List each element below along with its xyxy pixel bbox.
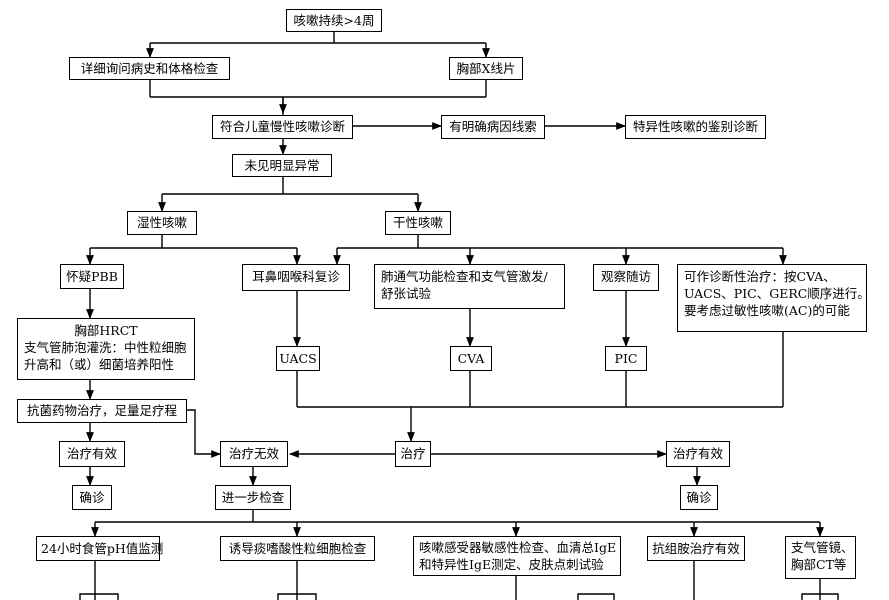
node-antibiotic-therapy: 抗菌药物治疗，足量足疗程	[17, 399, 187, 423]
node-ph-monitoring: 24小时食管pH值监测	[36, 536, 163, 561]
node-pic: PIC	[605, 346, 647, 371]
edge-wet-split	[90, 234, 297, 249]
node-observe-followup: 观察随访	[593, 264, 659, 291]
edge-abx-ineff	[187, 409, 221, 458]
edge-further-split	[95, 509, 820, 523]
node-lung-function-test: 肺通气功能检查和支气管激发/舒张试验	[374, 264, 565, 309]
node-suspect-pbb: 怀疑PBB	[60, 264, 124, 289]
node-uacs: UACS	[276, 346, 320, 371]
node-wet-cough: 湿性咳嗽	[127, 211, 197, 235]
node-no-abnormality: 未见明显异常	[232, 154, 332, 177]
node-confirmed-left: 确诊	[72, 485, 112, 510]
node-history-exam: 详细询问病史和体格检查	[69, 57, 230, 80]
node-confirmed-right: 确诊	[680, 485, 718, 510]
partial-box-1	[79, 593, 119, 600]
node-dry-cough: 干性咳嗽	[385, 211, 451, 235]
edge-noabn-split	[162, 176, 418, 195]
edge-cough-split	[150, 31, 486, 44]
node-bronchoscopy: 支气管镜、胸部CT等	[785, 536, 856, 579]
node-treatment-ineffective: 治疗无效	[220, 441, 288, 467]
node-treatment-effective-right: 治疗有效	[666, 441, 730, 467]
node-cough-4-weeks: 咳嗽持续>4周	[286, 9, 382, 32]
node-cva: CVA	[450, 346, 492, 371]
partial-box-2	[277, 593, 317, 600]
node-specific-cough-differential: 特异性咳嗽的鉴别诊断	[625, 115, 766, 139]
node-further-examination: 进一步检查	[215, 485, 291, 510]
node-chronic-cough-diagnosis: 符合儿童慢性咳嗽诊断	[212, 115, 353, 139]
edge-merge-treat	[296, 331, 784, 408]
node-treatment-effective-left: 治疗有效	[59, 441, 125, 467]
node-treatment: 治疗	[395, 441, 431, 467]
partial-box-4	[801, 593, 839, 600]
node-ent-followup: 耳鼻咽喉科复诊	[242, 264, 350, 291]
node-clear-cause: 有明确病因线索	[441, 115, 545, 139]
partial-box-3	[577, 593, 615, 600]
edge-dry-split	[337, 234, 783, 249]
node-antihistamine-effective: 抗组胺治疗有效	[647, 536, 745, 561]
node-induced-sputum: 诱导痰嗜酸性粒细胞检查	[220, 536, 375, 561]
node-chest-xray: 胸部X线片	[449, 57, 523, 80]
node-diagnostic-treatment: 可作诊断性治疗：按CVA、UACS、PIC、GERC顺序进行。要考虑过敏性咳嗽(…	[677, 264, 870, 332]
edge-merge-chronic	[149, 79, 487, 115]
